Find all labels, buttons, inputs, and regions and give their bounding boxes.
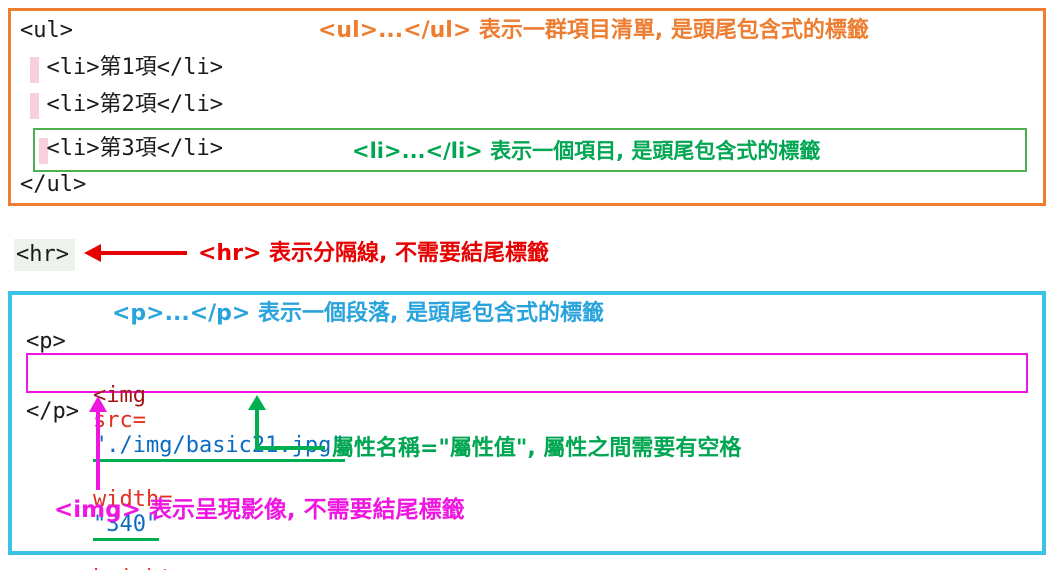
img-code-line: <img src= "./img/basic21.jpg" width= "34…	[40, 358, 345, 570]
p-annotation: <p>...</p> 表示一個段落, 是頭尾包含式的標籤	[112, 301, 605, 326]
img-arrow-head	[89, 396, 107, 412]
code-line-ul-open: <ul>	[20, 18, 73, 43]
code-token-value-width: "340"	[92, 512, 160, 541]
code-line-ul-close: </ul>	[20, 172, 87, 197]
code-line-li2: <li>第2項</li>	[20, 92, 223, 117]
hr-arrow-head	[84, 244, 101, 262]
code-token-space	[93, 541, 120, 566]
code-token-attr-width: width=	[92, 487, 173, 512]
code-line-li3: <li>第3項</li>	[20, 136, 223, 161]
img-arrow-line	[96, 410, 100, 490]
li-annotation: <li>...</li> 表示一個項目, 是頭尾包含式的標籤	[352, 139, 821, 163]
code-line-p-open: <p>	[26, 329, 66, 354]
code-token-attr-height: height=	[93, 566, 186, 570]
attr-arrow-line-vertical	[255, 408, 259, 450]
code-token-value-src: "./img/basic21.jpg"	[92, 433, 345, 462]
code-token-attr-src: src=	[92, 408, 146, 433]
attr-annotation: 屬性名稱="屬性值", 屬性之間需要有空格	[332, 436, 742, 461]
attr-arrow-line-horizontal	[255, 446, 325, 450]
img-annotation: <img> 表示呈現影像, 不需要結尾標籤	[54, 497, 465, 523]
indent-highlight	[30, 93, 39, 119]
indent-highlight	[39, 138, 48, 164]
ul-code-panel	[8, 8, 1046, 206]
hr-arrow-line	[99, 251, 187, 255]
indent-highlight	[30, 57, 39, 83]
code-line-li1: <li>第1項</li>	[20, 55, 223, 80]
img-highlight-box	[26, 353, 1028, 393]
li-highlight-box	[33, 128, 1027, 172]
ul-annotation: <ul>...</ul> 表示一群項目清單, 是頭尾包含式的標籤	[318, 18, 869, 43]
hr-code: <hr>	[14, 239, 75, 271]
code-line-p-close: </p>	[26, 399, 79, 424]
p-code-panel	[8, 291, 1046, 555]
attr-arrow-head	[248, 395, 266, 410]
hr-annotation: <hr> 表示分隔線, 不需要結尾標籤	[198, 241, 550, 266]
